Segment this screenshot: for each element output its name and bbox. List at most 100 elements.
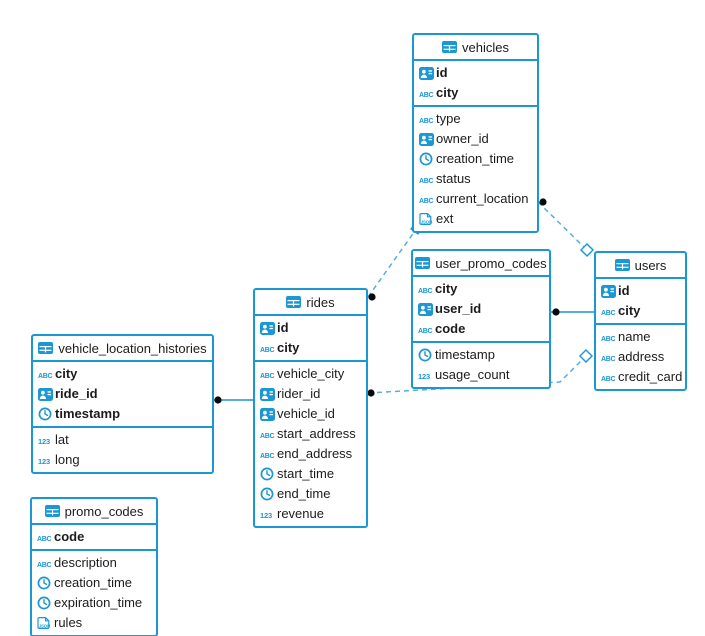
column-row[interactable]: JSON ext (414, 209, 537, 229)
column-row[interactable]: timestamp (413, 345, 549, 365)
column-name: rider_id (277, 386, 321, 401)
table-header[interactable]: users (596, 253, 685, 279)
svg-text:ABC: ABC (419, 118, 434, 125)
column-row[interactable]: ABC name (596, 327, 685, 347)
table-rides[interactable]: rides id ABC city ABC vehicle_city rider… (253, 288, 368, 528)
svg-text:ABC: ABC (601, 356, 616, 363)
column-row[interactable]: ABC description (32, 553, 156, 573)
column-row[interactable]: ABC status (414, 169, 537, 189)
person-badge-icon (260, 387, 277, 401)
svg-text:ABC: ABC (260, 433, 275, 440)
column-row[interactable]: ABC type (414, 109, 537, 129)
abc-icon: ABC (601, 332, 618, 343)
column-row[interactable]: end_time (255, 484, 366, 504)
column-row[interactable]: ABC credit_card (596, 367, 685, 387)
column-row[interactable]: ABC address (596, 347, 685, 367)
abc-icon: ABC (419, 174, 436, 185)
number-123-icon: 123 (38, 435, 55, 446)
relationship-vehicles-to-users[interactable] (537, 201, 588, 251)
column-row[interactable]: creation_time (414, 149, 537, 169)
dot-endpoint (368, 293, 376, 301)
table-header[interactable]: rides (255, 290, 366, 316)
primary-key-separator (32, 549, 156, 551)
column-row[interactable]: user_id (413, 299, 549, 319)
table-icon (38, 342, 54, 354)
clock-icon (260, 487, 277, 501)
dot-endpoint (214, 396, 222, 404)
column-row[interactable]: ABC city (33, 364, 212, 384)
table-users[interactable]: users id ABC city ABC name ABC address A… (594, 251, 687, 391)
column-row[interactable]: timestamp (33, 404, 212, 424)
abc-icon: ABC (37, 532, 54, 543)
column-row[interactable]: id (414, 63, 537, 83)
column-name: revenue (277, 506, 324, 521)
column-row[interactable]: ABC current_location (414, 189, 537, 209)
column-row[interactable]: expiration_time (32, 593, 156, 613)
primary-key-section: ABC city ride_id timestamp (33, 362, 212, 426)
column-row[interactable]: 123 usage_count (413, 365, 549, 385)
svg-text:ABC: ABC (419, 178, 434, 185)
svg-text:ABC: ABC (37, 562, 52, 569)
table-icon (442, 41, 458, 53)
column-row[interactable]: ABC code (32, 527, 156, 547)
column-row[interactable]: start_time (255, 464, 366, 484)
column-row[interactable]: JSON rules (32, 613, 156, 633)
abc-icon: ABC (601, 352, 618, 363)
column-row[interactable]: vehicle_id (255, 404, 366, 424)
clock-icon (260, 467, 277, 481)
json-icon: JSON (419, 212, 436, 226)
column-name: address (618, 349, 665, 364)
table-vehicle_location_histories[interactable]: vehicle_location_histories ABC city ride… (31, 334, 214, 474)
table-header[interactable]: user_promo_codes (413, 251, 549, 277)
column-row[interactable]: 123 long (33, 450, 212, 470)
column-row[interactable]: ABC start_address (255, 424, 366, 444)
table-header[interactable]: vehicle_location_histories (33, 336, 212, 362)
column-row[interactable]: ABC vehicle_city (255, 364, 366, 384)
table-vehicles[interactable]: vehicles id ABC city ABC type owner_id c… (412, 33, 539, 233)
person-badge-icon (419, 132, 436, 146)
column-row[interactable]: ABC end_address (255, 444, 366, 464)
column-row[interactable]: 123 lat (33, 430, 212, 450)
relationship-rides-to-vehicles[interactable] (367, 227, 418, 298)
abc-icon: ABC (260, 449, 277, 460)
column-name: city (55, 366, 78, 381)
number-123-icon: 123 (418, 370, 435, 381)
column-name: timestamp (55, 406, 121, 421)
table-title: rides (306, 294, 335, 310)
column-row[interactable]: rider_id (255, 384, 366, 404)
svg-text:123: 123 (38, 457, 50, 466)
column-name: current_location (436, 191, 529, 206)
table-icon (286, 296, 302, 308)
column-row[interactable]: ABC city (596, 301, 685, 321)
column-row[interactable]: id (255, 318, 366, 338)
svg-text:ABC: ABC (601, 336, 616, 343)
column-name: vehicle_city (277, 366, 345, 381)
column-row[interactable]: owner_id (414, 129, 537, 149)
column-name: vehicle_id (277, 406, 335, 421)
person-badge-icon (260, 407, 277, 421)
column-row[interactable]: 123 revenue (255, 504, 366, 524)
column-row[interactable]: ABC city (413, 279, 549, 299)
table-header[interactable]: vehicles (414, 35, 537, 61)
column-name: credit_card (618, 369, 683, 384)
abc-icon: ABC (419, 88, 436, 99)
column-row[interactable]: ABC code (413, 319, 549, 339)
column-name: status (436, 171, 471, 186)
column-row[interactable]: id (596, 281, 685, 301)
table-promo_codes[interactable]: promo_codes ABC code ABC description cre… (30, 497, 158, 636)
column-row[interactable]: ride_id (33, 384, 212, 404)
abc-icon: ABC (601, 306, 618, 317)
column-row[interactable]: ABC city (414, 83, 537, 103)
table-user_promo_codes[interactable]: user_promo_codes ABC city user_id ABC co… (411, 249, 551, 389)
abc-icon: ABC (37, 558, 54, 569)
table-header[interactable]: promo_codes (32, 499, 156, 525)
column-row[interactable]: creation_time (32, 573, 156, 593)
column-name: ext (436, 211, 454, 226)
svg-text:ABC: ABC (418, 328, 433, 335)
column-row[interactable]: ABC city (255, 338, 366, 358)
primary-key-section: id ABC city (255, 316, 366, 360)
svg-text:ABC: ABC (419, 198, 434, 205)
person-badge-icon (601, 284, 618, 298)
primary-key-section: id ABC city (414, 61, 537, 105)
relationship-rides-to-users[interactable] (367, 355, 587, 394)
